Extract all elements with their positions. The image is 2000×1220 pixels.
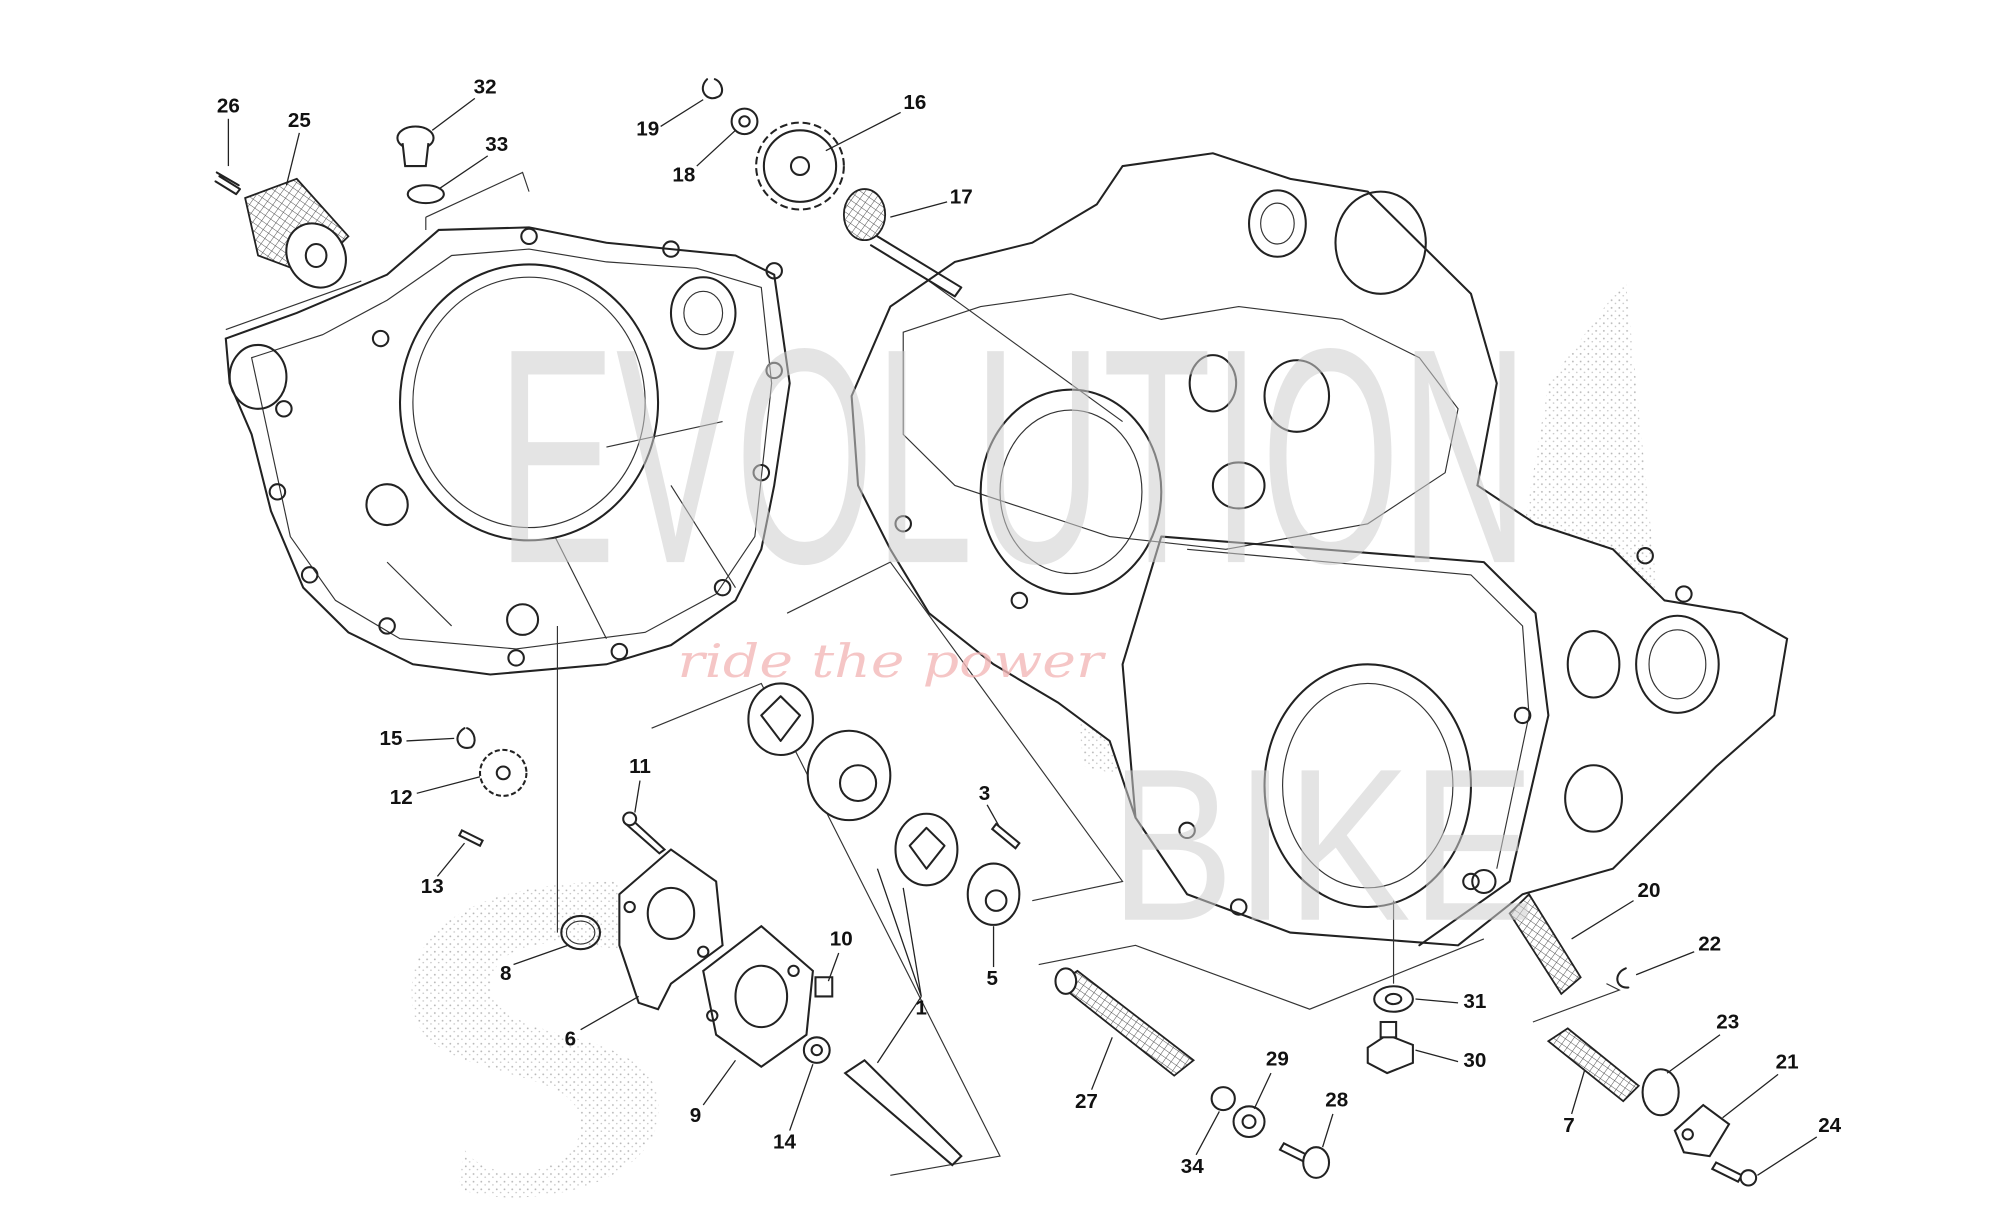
pin-13 bbox=[457, 828, 484, 848]
callout-26: 26 bbox=[217, 95, 240, 118]
bolt-24 bbox=[1710, 1161, 1758, 1187]
callout-14: 14 bbox=[773, 1131, 797, 1154]
callout-22: 22 bbox=[1698, 933, 1721, 956]
rotor-outer-1b bbox=[894, 812, 959, 887]
pump-shaft-1 bbox=[843, 1058, 963, 1167]
callout-16: 16 bbox=[903, 91, 926, 114]
callout-12: 12 bbox=[390, 786, 413, 809]
callout-23: 23 bbox=[1716, 1011, 1739, 1034]
callout-1: 1 bbox=[916, 997, 927, 1020]
plate-5 bbox=[966, 862, 1021, 926]
callout-18: 18 bbox=[672, 164, 695, 187]
pin-3 bbox=[990, 822, 1021, 850]
circlip-19 bbox=[701, 78, 724, 100]
callout-34: 34 bbox=[1181, 1155, 1205, 1178]
callout-30: 30 bbox=[1463, 1049, 1486, 1072]
callout-29: 29 bbox=[1266, 1048, 1289, 1071]
callout-13: 13 bbox=[421, 875, 444, 898]
bleed-screw-26 bbox=[214, 171, 242, 196]
washer-14 bbox=[802, 1036, 831, 1064]
filter-cap-32 bbox=[396, 125, 435, 168]
o-ring-8 bbox=[560, 914, 602, 951]
o-ring-23 bbox=[1641, 1068, 1680, 1117]
cap-21 bbox=[1673, 1103, 1731, 1158]
callout-33: 33 bbox=[485, 133, 508, 156]
dowel-10 bbox=[814, 976, 834, 998]
crankcase-bolt-holes bbox=[894, 515, 1693, 916]
gear-12 bbox=[478, 748, 528, 797]
strainer-7 bbox=[1546, 1027, 1641, 1103]
bolt-28 bbox=[1278, 1142, 1331, 1179]
circlip-22 bbox=[1616, 967, 1630, 989]
callout-8: 8 bbox=[500, 962, 511, 985]
strainer-27 bbox=[1054, 967, 1196, 1077]
cover-bolt-holes bbox=[268, 227, 783, 667]
watermark-brand: EVOLUTION bbox=[497, 285, 1529, 627]
callout-27: 27 bbox=[1075, 1090, 1098, 1113]
drain-plug-30 bbox=[1366, 1020, 1414, 1075]
callout-10: 10 bbox=[830, 928, 853, 951]
side-cover bbox=[224, 226, 791, 676]
callout-15: 15 bbox=[379, 727, 402, 750]
callout-3: 3 bbox=[979, 782, 990, 805]
rotor-outer-1a bbox=[747, 682, 814, 757]
callout-17: 17 bbox=[950, 185, 973, 208]
watermark-stipple-s bbox=[411, 881, 659, 1198]
crankcase bbox=[850, 152, 1789, 947]
gear-shaft-17 bbox=[842, 188, 963, 298]
guide-lines bbox=[225, 171, 1621, 1176]
washer-34 bbox=[1210, 1086, 1236, 1112]
washer-18 bbox=[730, 107, 759, 136]
pump-housing bbox=[806, 729, 892, 822]
oil-filter-25 bbox=[244, 177, 350, 289]
callout-24: 24 bbox=[1818, 1114, 1842, 1137]
strainer-20 bbox=[1508, 892, 1582, 996]
callout-20: 20 bbox=[1638, 879, 1661, 902]
callout-32: 32 bbox=[474, 76, 497, 99]
callout-6: 6 bbox=[565, 1027, 576, 1050]
callout-31: 31 bbox=[1463, 990, 1486, 1013]
gear-16 bbox=[755, 121, 845, 211]
watermark-tagline: ride the power bbox=[677, 634, 1106, 688]
pump-body-9 bbox=[702, 924, 814, 1068]
callout-11: 11 bbox=[629, 755, 651, 778]
washer-31 bbox=[1373, 985, 1414, 1013]
leader-lines bbox=[227, 97, 1818, 1176]
watermark-brand-2: BIKE bbox=[1110, 724, 1536, 967]
callout-21: 21 bbox=[1776, 1050, 1799, 1073]
o-ring-33 bbox=[406, 184, 445, 205]
bolt-11 bbox=[622, 811, 667, 855]
callout-labels: 26 25 32 33 19 18 16 17 15 12 13 11 3 8 … bbox=[217, 76, 1842, 1178]
pump-cover-6 bbox=[618, 848, 724, 1011]
callout-5: 5 bbox=[987, 967, 998, 990]
circlip-15 bbox=[456, 727, 476, 749]
callout-25: 25 bbox=[288, 109, 311, 132]
callout-7: 7 bbox=[1563, 1114, 1574, 1137]
callout-9: 9 bbox=[690, 1104, 701, 1127]
callout-19: 19 bbox=[636, 118, 659, 141]
washer-29 bbox=[1232, 1105, 1266, 1138]
watermark: EVOLUTION ride the power BIKE bbox=[497, 285, 1536, 966]
callout-28: 28 bbox=[1325, 1089, 1348, 1112]
